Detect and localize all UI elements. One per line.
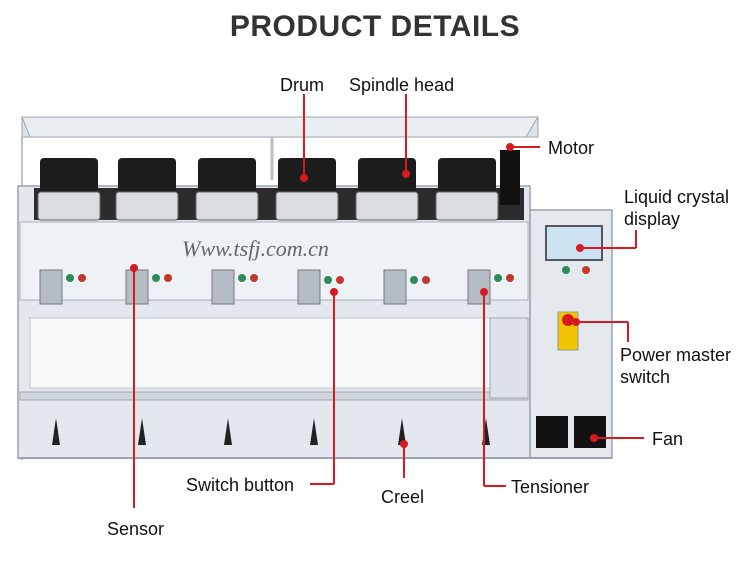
page-title: PRODUCT DETAILS (229, 10, 521, 43)
fan-right (574, 416, 606, 448)
lcd-screen (545, 225, 603, 261)
lower-frame (29, 317, 491, 389)
leader-dot (330, 288, 338, 296)
spindle-head (275, 158, 339, 221)
cabinet-green-button (562, 266, 570, 274)
leader-dot (506, 143, 514, 151)
spindle-head-row (34, 150, 524, 221)
leader-dot (576, 244, 584, 252)
fan-left (536, 416, 568, 448)
panel-url: Www.tsfj.com.cn (182, 236, 329, 261)
creel-pin (398, 418, 406, 445)
callout-power-switch: Power master switch (620, 344, 731, 388)
leader-dot (402, 170, 410, 178)
callout-sensor: Sensor (107, 519, 165, 539)
creel-pin (52, 418, 60, 445)
front-panel (19, 221, 529, 301)
callout-tensioner: Tensioner (511, 477, 590, 497)
cabinet-red-button (582, 266, 590, 274)
leader-dot (300, 174, 308, 182)
power-switch-knob (562, 314, 574, 326)
spindle-head (37, 158, 101, 221)
callout-creel: Creel (381, 487, 425, 507)
shelf-bar (19, 391, 529, 401)
callout-drum: Drum (280, 75, 324, 95)
leader-dot (400, 440, 408, 448)
callout-motor: Motor (548, 138, 595, 158)
control-station (39, 269, 86, 305)
spindle-head (115, 158, 179, 221)
spindle-head (435, 158, 499, 221)
control-station (297, 269, 344, 305)
callout-fan: Fan (652, 429, 684, 449)
creel-pin (310, 418, 318, 445)
leader-dot (572, 318, 580, 326)
callout-spindle-head: Spindle head (349, 75, 455, 95)
control-station (211, 269, 258, 305)
motor (500, 150, 520, 205)
callout-lcd-line1: Liquid crystal (624, 187, 730, 207)
leader-dot (590, 434, 598, 442)
spindle-head (195, 158, 259, 221)
creel-pin (224, 418, 232, 445)
callout-power-line2: switch (620, 367, 671, 387)
callout-power-line1: Power master (620, 345, 732, 365)
creel-pin (138, 418, 146, 445)
leader-lines (130, 94, 644, 508)
side-post (489, 317, 529, 399)
spindle-head (355, 158, 419, 221)
leader-dot (480, 288, 488, 296)
callout-lcd-line2: display (624, 209, 681, 229)
callout-switch-button: Switch button (186, 475, 295, 495)
control-station (383, 269, 430, 305)
control-cabinet (529, 209, 613, 459)
leader-dot (130, 264, 138, 272)
callout-lcd: Liquid crystal display (624, 186, 729, 230)
